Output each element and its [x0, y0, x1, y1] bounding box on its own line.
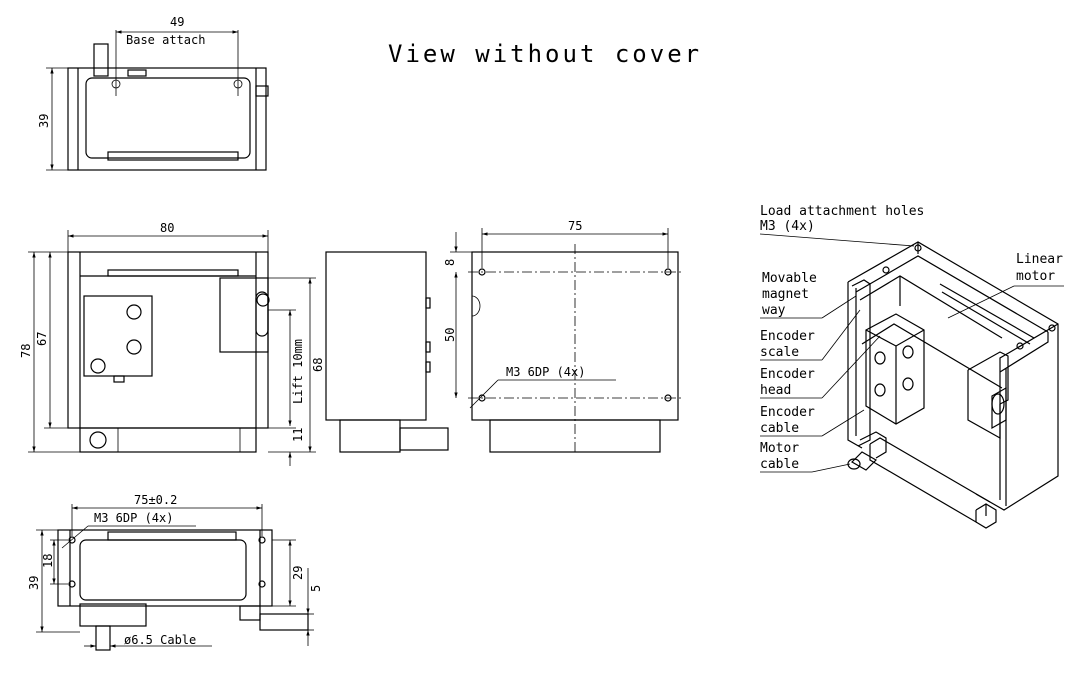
- bottom-width-dim: 75±0.2: [134, 493, 177, 507]
- bottom-small-dim: 5: [309, 585, 323, 592]
- encoder-cable-label-1: Encoder: [760, 405, 815, 420]
- front-width-dim: 80: [160, 221, 174, 235]
- bottom-right-dim: 29: [291, 566, 305, 580]
- encoder-scale-label-2: scale: [760, 345, 799, 360]
- base-attach-label: Base attach: [126, 33, 205, 47]
- front-outer-height-dim: 78: [19, 344, 33, 358]
- drawing-title: View without cover: [388, 40, 702, 68]
- encoder-head-label-1: Encoder: [760, 367, 815, 382]
- bottom-inner-dim: 18: [41, 554, 55, 568]
- motor-cable-label-1: Motor: [760, 441, 799, 456]
- top-view: 49 Base attach 39: [37, 15, 269, 171]
- top-width-dim: 49: [170, 15, 184, 29]
- isometric-view: [847, 241, 1059, 529]
- bottom-outer-dim: 39: [27, 576, 41, 590]
- holes-thread-label: M3 6DP (4x): [506, 365, 585, 379]
- holes-view: 75 8 50 M3 6DP (4x): [443, 219, 684, 453]
- top-height-dim: 39: [37, 114, 51, 128]
- magnet-way-label-1: Movable: [762, 271, 817, 286]
- holes-width-dim: 75: [568, 219, 582, 233]
- linear-motor-label-2: motor: [1016, 269, 1055, 284]
- bottom-thread-label: M3 6DP (4x): [94, 511, 173, 525]
- encoder-head-label-2: head: [760, 383, 791, 398]
- encoder-cable-label-2: cable: [760, 421, 799, 436]
- bottom-view: 75±0.2 M3 6DP (4x) 39 18 29 5 ø6.5 Cable: [27, 493, 323, 651]
- load-holes-spec: M3 (4x): [760, 219, 815, 234]
- iso-annotations: Load attachment holes M3 (4x) Linear mot…: [759, 204, 1064, 473]
- holes-top-dim: 8: [443, 259, 457, 266]
- side-view: [325, 251, 449, 453]
- front-inner-height-dim: 67: [35, 332, 49, 346]
- load-holes-label: Load attachment holes: [760, 204, 924, 219]
- encoder-scale-label-1: Encoder: [760, 329, 815, 344]
- holes-height-dim: 50: [443, 328, 457, 342]
- lift-label: Lift 10mm: [291, 339, 305, 404]
- front-bottom-dim: 11: [291, 428, 305, 442]
- front-view: 80 78 67 68 Lift 10mm 11: [19, 221, 325, 466]
- magnet-way-label-2: magnet: [762, 287, 809, 302]
- linear-motor-label-1: Linear: [1016, 252, 1063, 267]
- front-side-dim: 68: [311, 358, 325, 372]
- magnet-way-label-3: way: [762, 303, 786, 318]
- cable-label: ø6.5 Cable: [124, 633, 196, 647]
- motor-cable-label-2: cable: [760, 457, 799, 472]
